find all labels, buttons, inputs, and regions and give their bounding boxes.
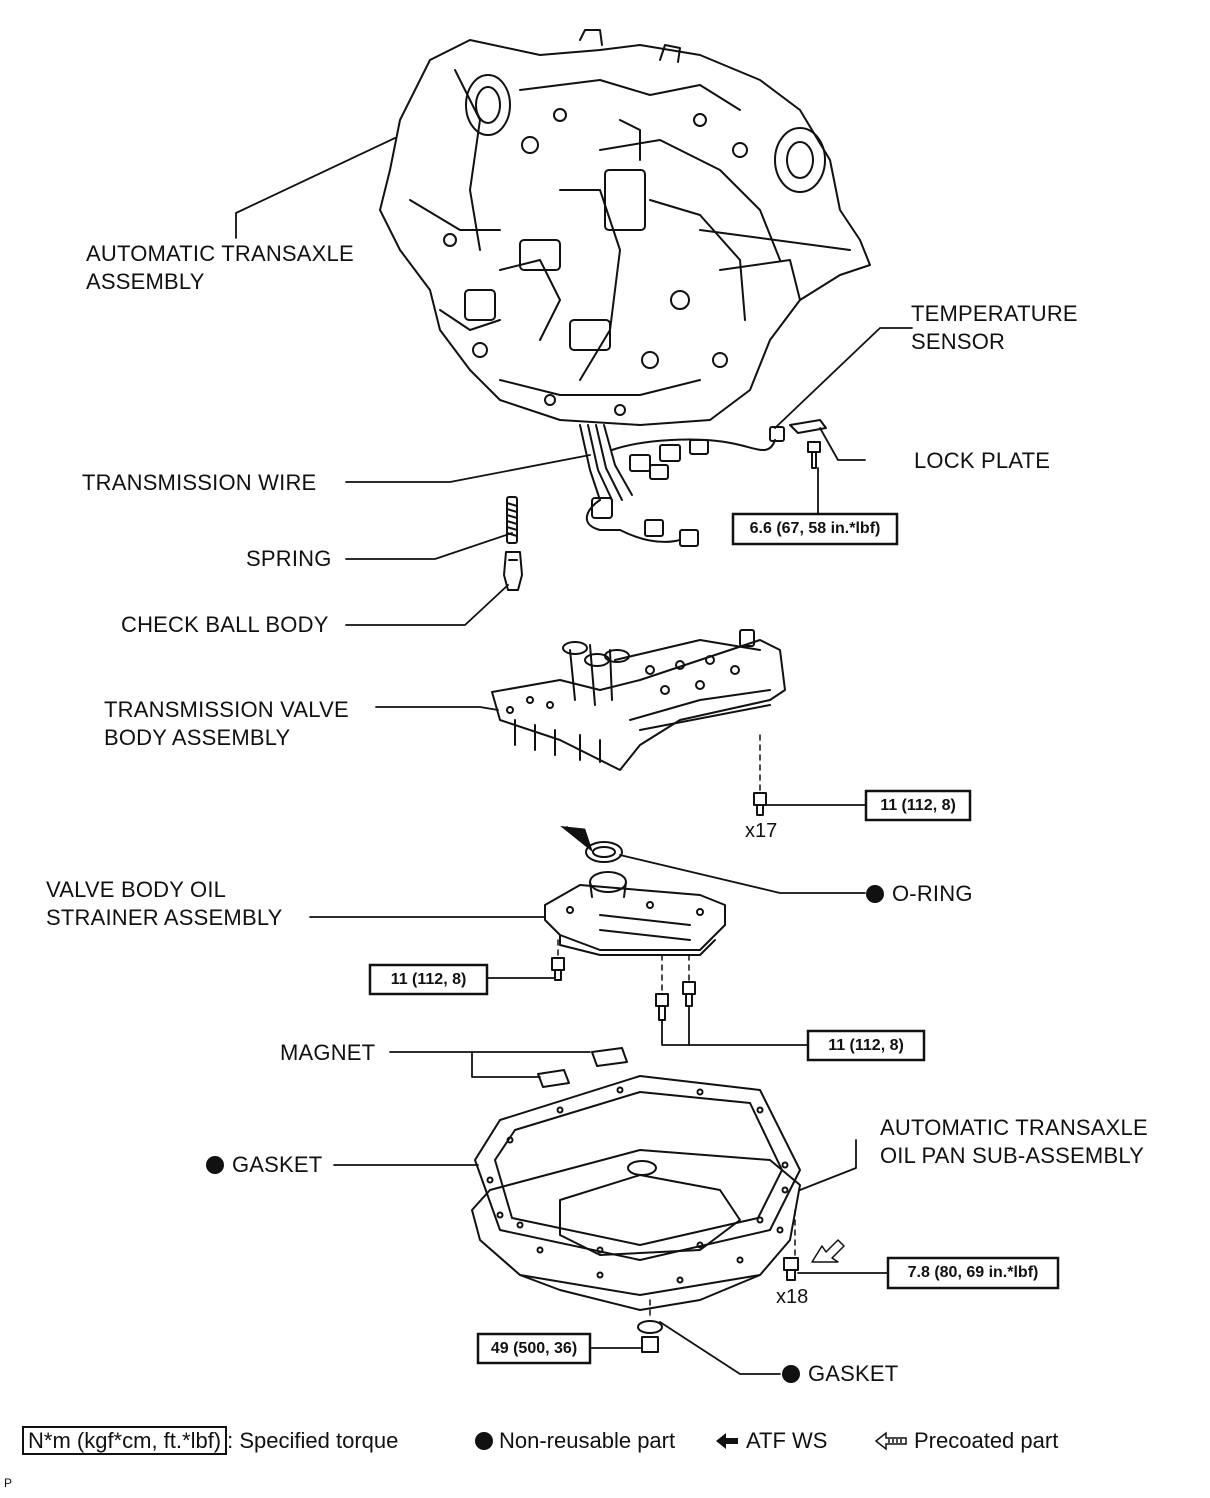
non-reusable-dot-icon bbox=[475, 1432, 493, 1450]
label-drain-gasket: GASKET bbox=[782, 1360, 898, 1388]
spring-drawing bbox=[506, 496, 518, 544]
legend-torque-text: : Specified torque bbox=[227, 1428, 399, 1453]
label-oil-pan: AUTOMATIC TRANSAXLE OIL PAN SUB-ASSEMBLY bbox=[880, 1114, 1148, 1170]
precoated-arrow-icon bbox=[874, 1431, 907, 1451]
strainer-bolts-drawing bbox=[551, 957, 696, 1021]
magnet-drawing-1 bbox=[591, 1047, 628, 1067]
check-ball-body-drawing bbox=[503, 551, 523, 591]
non-reusable-dot-icon bbox=[866, 885, 884, 903]
dashed-alignment-lines bbox=[557, 734, 796, 1321]
non-reusable-dot-icon bbox=[206, 1156, 224, 1174]
count-oil-pan-bolts: x18 bbox=[776, 1286, 809, 1308]
drain-plug-drawing bbox=[641, 1336, 659, 1353]
torque-drain-plug: 49 (500, 36) bbox=[490, 1340, 578, 1357]
non-reusable-dot-icon bbox=[782, 1365, 800, 1383]
label-transaxle-line2: ASSEMBLY bbox=[86, 269, 205, 294]
label-transaxle: AUTOMATIC TRANSAXLE ASSEMBLY bbox=[86, 240, 354, 296]
label-pan-gasket-text: GASKET bbox=[232, 1152, 323, 1177]
label-oil-pan-line2: OIL PAN SUB-ASSEMBLY bbox=[880, 1143, 1145, 1168]
transmission-wire-drawing bbox=[579, 424, 785, 547]
legend-torque-box: N*m (kgf*cm, ft.*lbf) bbox=[22, 1426, 228, 1455]
label-transmission-wire: TRANSMISSION WIRE bbox=[82, 470, 317, 495]
label-drain-gasket-text: GASKET bbox=[808, 1361, 899, 1386]
torque-valve-body: 11 (112, 8) bbox=[880, 797, 956, 814]
legend-non-reusable-text: Non-reusable part bbox=[499, 1428, 676, 1453]
torque-strainer-left: 11 (112, 8) bbox=[390, 971, 467, 988]
legend-atf-text: ATF WS bbox=[746, 1428, 828, 1453]
label-spring: SPRING bbox=[246, 546, 332, 571]
label-o-ring-text: O-RING bbox=[892, 881, 973, 906]
precoated-arrow-drawing bbox=[811, 1239, 845, 1263]
temp-sensor-bolt-drawing bbox=[807, 441, 821, 469]
valve-body-bolt-drawing bbox=[753, 792, 767, 816]
label-temperature-sensor: TEMPERATURE SENSOR bbox=[911, 300, 1078, 356]
atf-arrow-icon bbox=[716, 1433, 738, 1449]
valve-body-drawing bbox=[491, 629, 786, 771]
lock-plate-drawing bbox=[789, 419, 827, 434]
magnet-drawing-2 bbox=[537, 1069, 570, 1088]
torque-strainer-right: 11 (112, 8) bbox=[828, 1037, 904, 1054]
label-oil-pan-line1: AUTOMATIC TRANSAXLE bbox=[880, 1115, 1148, 1140]
torque-oil-pan: 7.8 (80, 69 in.*lbf) bbox=[907, 1264, 1039, 1281]
label-strainer: VALVE BODY OIL STRAINER ASSEMBLY bbox=[46, 876, 283, 932]
legend-atf: ATF WS bbox=[714, 1428, 827, 1454]
pan-gasket-drawing bbox=[474, 1075, 801, 1261]
label-magnet: MAGNET bbox=[280, 1040, 376, 1065]
legend-specified-torque: N*m (kgf*cm, ft.*lbf): Specified torque bbox=[22, 1426, 399, 1455]
label-o-ring: O-RING bbox=[866, 880, 973, 908]
label-check-ball-body: CHECK BALL BODY bbox=[121, 612, 329, 637]
torque-temp-sensor: 6.6 (67, 58 in.*lbf) bbox=[749, 520, 881, 537]
label-strainer-line1: VALVE BODY OIL bbox=[46, 877, 227, 902]
leader-lines bbox=[235, 137, 913, 1375]
label-strainer-line2: STRAINER ASSEMBLY bbox=[46, 905, 283, 930]
oil-pan-drawing bbox=[471, 1149, 801, 1311]
label-transaxle-line1: AUTOMATIC TRANSAXLE bbox=[86, 241, 354, 266]
atf-arrow-drawing bbox=[560, 825, 594, 853]
label-pan-gasket: GASKET bbox=[206, 1151, 322, 1179]
oil-pan-bolt-drawing bbox=[783, 1257, 799, 1281]
legend-non-reusable: Non-reusable part bbox=[475, 1428, 675, 1454]
label-temp-sensor-line2: SENSOR bbox=[911, 329, 1006, 354]
label-valve-body: TRANSMISSION VALVE BODY ASSEMBLY bbox=[104, 696, 349, 752]
label-temp-sensor-line1: TEMPERATURE bbox=[911, 301, 1078, 326]
legend-precoated-text: Precoated part bbox=[914, 1428, 1059, 1453]
label-lock-plate: LOCK PLATE bbox=[914, 448, 1051, 473]
corner-mark: P bbox=[4, 1476, 13, 1490]
label-valve-body-line2: BODY ASSEMBLY bbox=[104, 725, 291, 750]
count-valve-body-bolts: x17 bbox=[745, 820, 778, 842]
legend-precoated: Precoated part bbox=[874, 1428, 1058, 1454]
strainer-drawing bbox=[544, 871, 726, 956]
transaxle-housing-drawing bbox=[379, 29, 871, 426]
o-ring-drawing bbox=[585, 841, 623, 863]
label-valve-body-line1: TRANSMISSION VALVE bbox=[104, 697, 349, 722]
drain-gasket-drawing bbox=[637, 1320, 663, 1334]
